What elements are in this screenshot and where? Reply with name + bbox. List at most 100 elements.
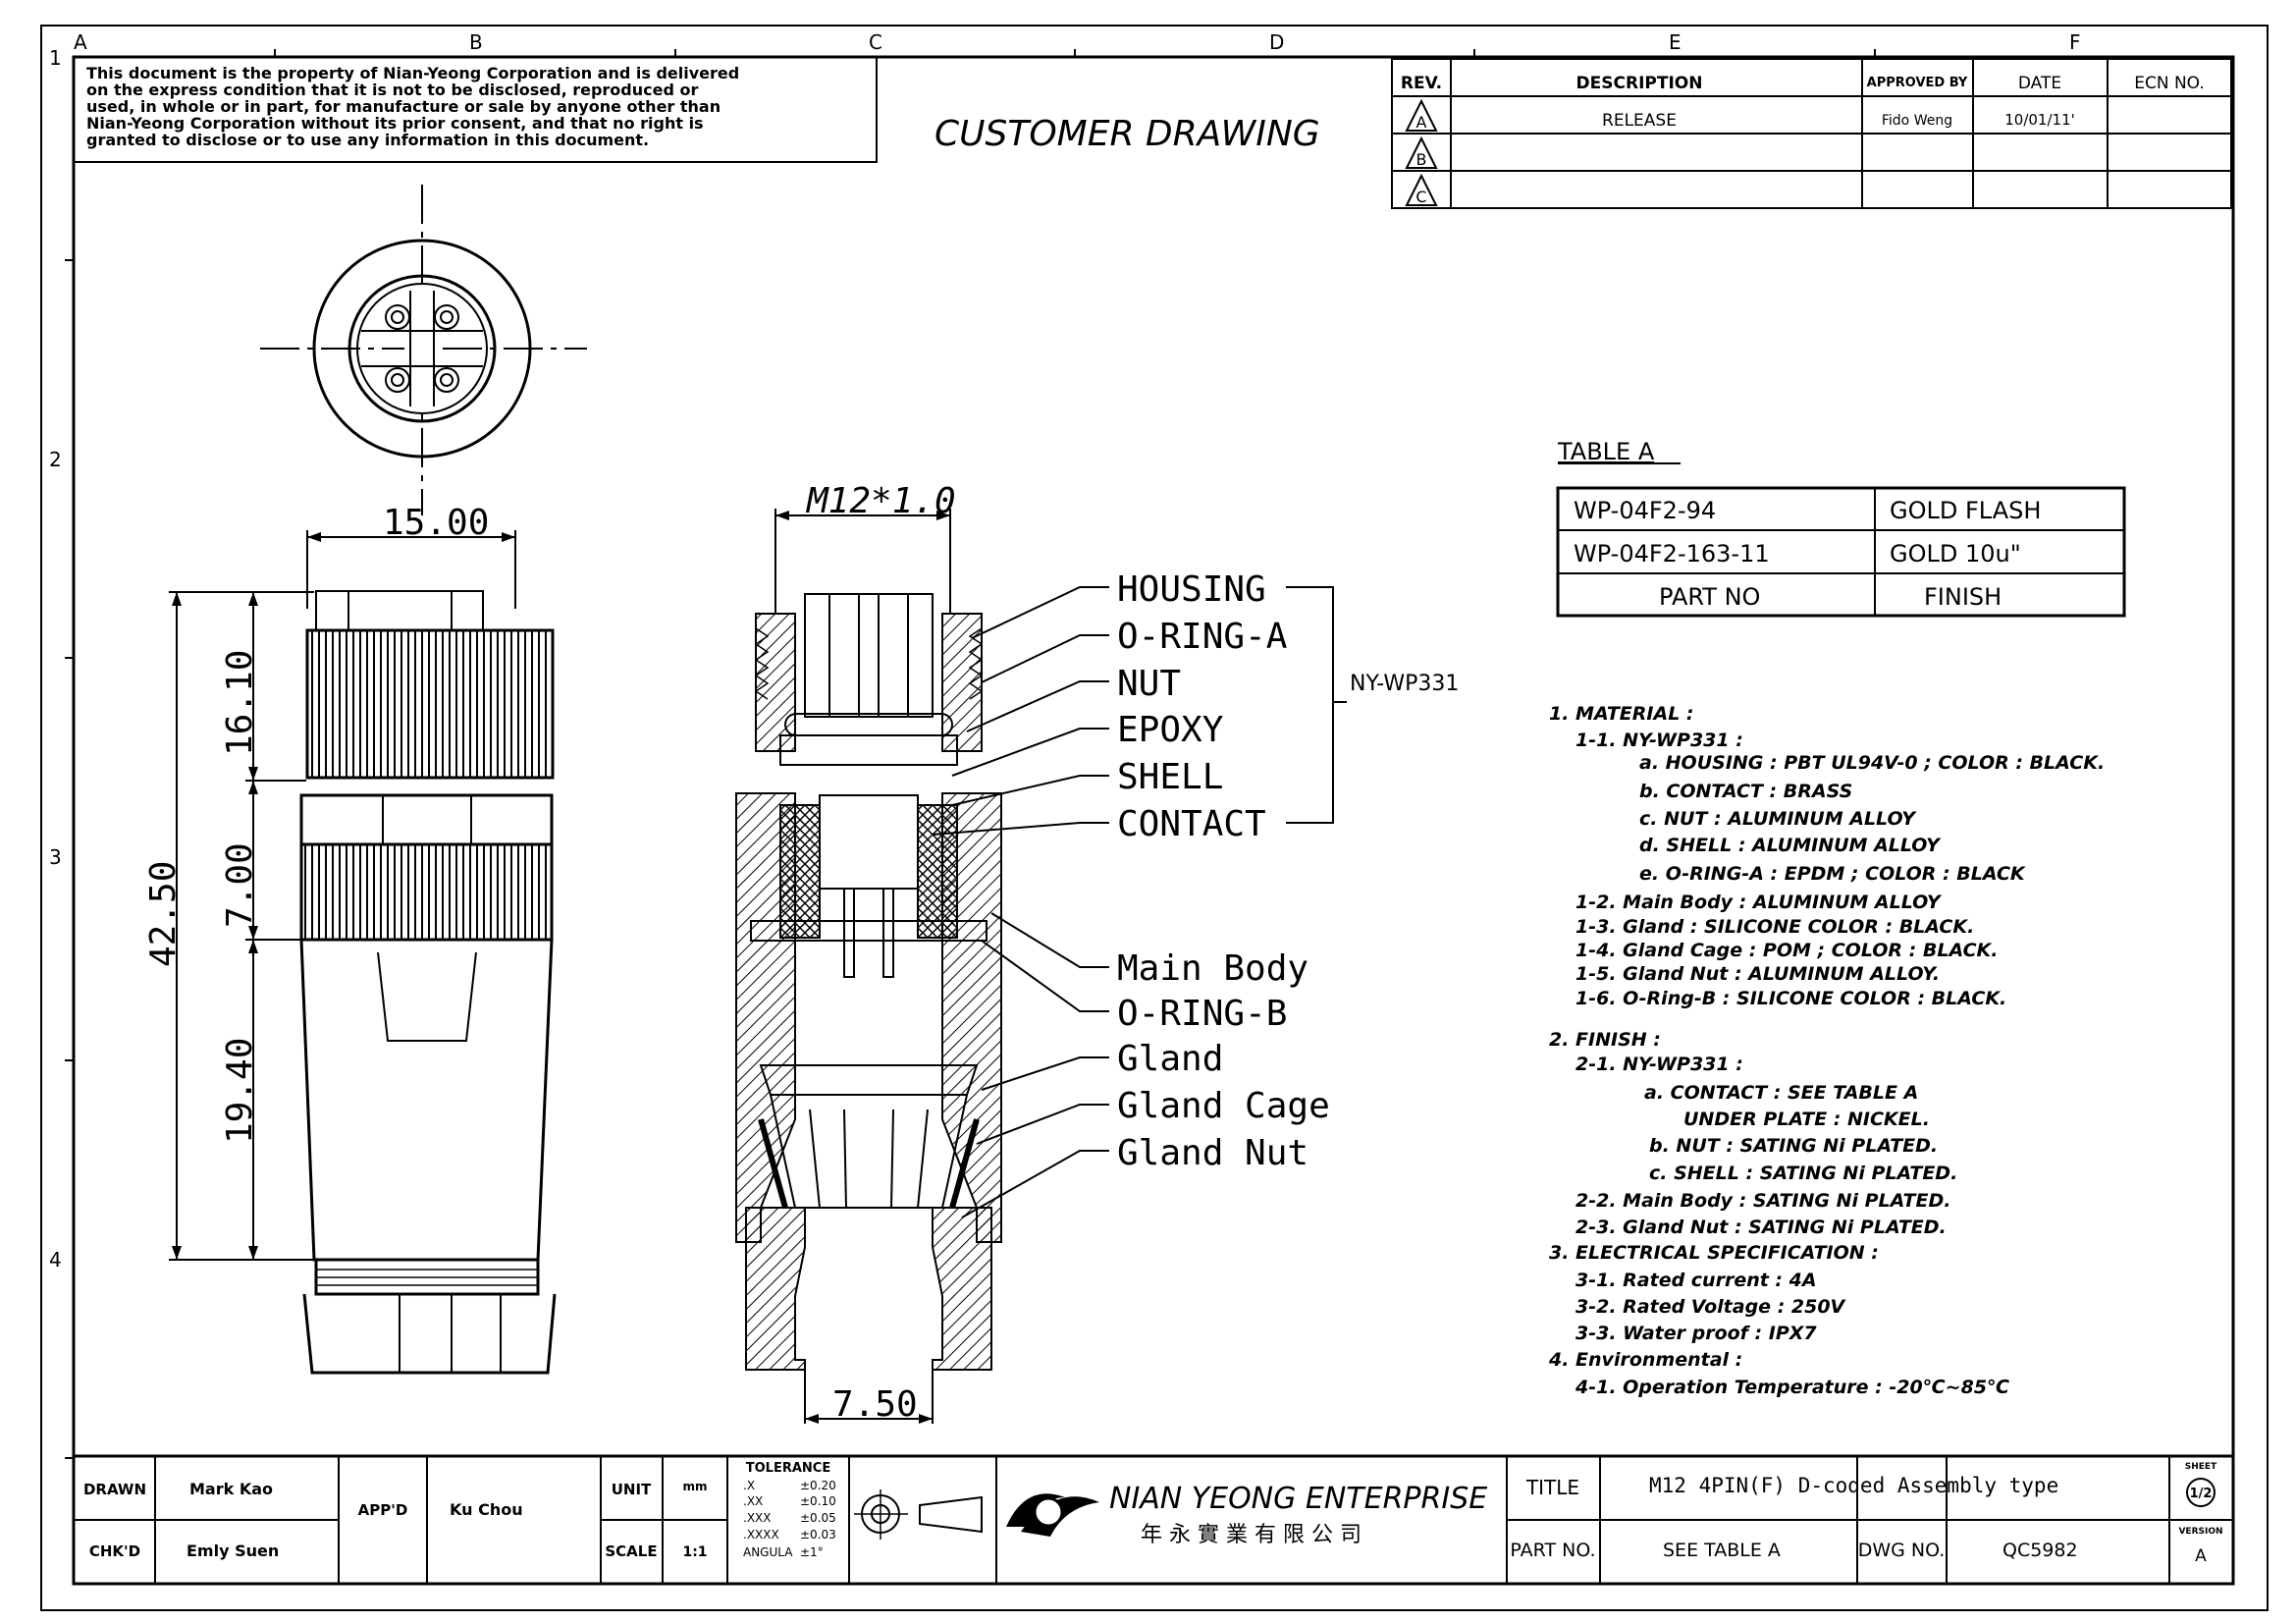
callout-shell: SHELL — [1117, 757, 1223, 797]
table-a-title: TABLE A — [1557, 438, 1655, 465]
zone-letter: B — [469, 30, 483, 54]
unit-value: mm — [682, 1480, 707, 1493]
table-a-part-header: PART NO — [1659, 583, 1760, 611]
tolerance-value: ±0.05 — [800, 1511, 836, 1525]
date-header: DATE — [2018, 74, 2061, 93]
zone-letters: A B C D E F — [74, 30, 2081, 57]
notice-box — [73, 56, 878, 163]
dim-overall-length: 42.50 — [143, 861, 184, 967]
spec-line: 4. Environmental : — [1548, 1349, 1742, 1371]
notice-text: This document is the property of Nian-Ye… — [86, 64, 739, 149]
table-a-part: WP-04F2-94 — [1574, 497, 1716, 524]
approved-by: Ku Chou — [450, 1500, 523, 1519]
spec-line: b. NUT : SATING Ni PLATED. — [1649, 1135, 1938, 1157]
spec-line: 1-3. Gland : SILICONE COLOR : BLACK. — [1575, 916, 1974, 938]
spec-line: 2-1. NY-WP331 : — [1575, 1054, 1743, 1075]
rev-letter: A — [1416, 113, 1427, 132]
dim-bottom: 7.50 — [832, 1384, 918, 1425]
spec-line: 2-2. Main Body : SATING Ni PLATED. — [1575, 1190, 1950, 1212]
zone-letter: A — [74, 30, 87, 54]
ecn-header: ECN NO. — [2134, 74, 2205, 93]
dwg-no: QC5982 — [2002, 1540, 2078, 1561]
zone-letter: F — [2069, 30, 2081, 54]
callout-o-ring-b: O-RING-B — [1117, 994, 1287, 1034]
rev-approved-by: Fido Weng — [1882, 113, 1952, 129]
spec-line: 1-2. Main Body : ALUMINUM ALLOY — [1575, 892, 1943, 913]
tolerance-key: .XXXX — [743, 1528, 779, 1542]
revision-table: REV. DESCRIPTION APPROVED BY DATE ECN NO… — [1391, 58, 2232, 209]
spec-line: e. O-RING-A : EPDM ; COLOR : BLACK — [1639, 863, 2026, 885]
tolerance-label: TOLERANCE — [746, 1461, 830, 1476]
drawn-label: DRAWN — [83, 1481, 146, 1498]
tolerance-key: ANGULA — [743, 1545, 793, 1559]
sheet-number: 1/2 — [2190, 1487, 2213, 1501]
part-no: SEE TABLE A — [1663, 1540, 1781, 1561]
spec-line: 1-4. Gland Cage : POM ; COLOR : BLACK. — [1575, 940, 1998, 961]
callout-epoxy: EPOXY — [1117, 710, 1224, 750]
section-view: M12*1.0 7.50 — [735, 481, 1002, 1425]
title-block: DRAWN Mark Kao CHK'D Emly Suen APP'D Ku … — [72, 1454, 2235, 1586]
callout-housing: HOUSING — [1117, 569, 1266, 610]
scale-label: SCALE — [605, 1542, 657, 1560]
table-a: TABLE A WP-04F2-94 GOLD FLASH WP-04F2-16… — [1556, 438, 2126, 618]
unit-label: UNIT — [612, 1481, 652, 1498]
notice-line: granted to disclose or to use any inform… — [86, 131, 649, 149]
description-header: DESCRIPTION — [1576, 74, 1703, 93]
zone-numbers: 1 2 3 4 — [49, 46, 74, 1459]
rev-letter: B — [1416, 150, 1427, 169]
version-value: A — [2195, 1546, 2207, 1566]
dim-thread: M12*1.0 — [805, 481, 956, 521]
revision-triangle-icon — [1405, 98, 1438, 132]
callout-o-ring-a: O-RING-A — [1117, 617, 1288, 657]
zone-letter: C — [869, 30, 882, 54]
page-title: CUSTOMER DRAWING — [934, 114, 1320, 154]
scale-value: 1:1 — [682, 1544, 707, 1560]
zone-number: 4 — [49, 1248, 62, 1271]
checked-by: Emly Suen — [187, 1542, 279, 1560]
spec-line: c. NUT : ALUMINUM ALLOY — [1639, 808, 1917, 830]
projection-symbol-icon — [854, 1489, 983, 1540]
tolerance-key: .XXX — [743, 1511, 771, 1525]
approved-label: APP'D — [358, 1501, 408, 1519]
table-a-part: WP-04F2-163-11 — [1574, 540, 1770, 568]
revision-triangle-icon — [1405, 173, 1438, 206]
dim-segment-3: 19.40 — [220, 1038, 260, 1144]
zone-letter: E — [1669, 30, 1682, 54]
tolerance-value: ±0.10 — [800, 1494, 836, 1508]
notice-line: used, in whole or in part, for manufactu… — [86, 97, 721, 116]
spec-line: 1. MATERIAL : — [1549, 703, 1694, 725]
company-name: NIAN YEONG ENTERPRISE — [1109, 1482, 1487, 1516]
callout-gland-cage: Gland Cage — [1117, 1086, 1330, 1126]
spec-line: 4-1. Operation Temperature : -20℃~85℃ — [1575, 1377, 2009, 1398]
title-label: TITLE — [1525, 1476, 1579, 1499]
drawn-by: Mark Kao — [189, 1480, 273, 1498]
zone-number: 2 — [49, 448, 62, 471]
rev-letter: C — [1415, 188, 1426, 206]
part-no-label: PART NO. — [1510, 1540, 1595, 1561]
revision-triangle-icon — [1405, 135, 1438, 169]
zone-number: 1 — [49, 46, 62, 70]
company-logo-icon — [1006, 1493, 1099, 1537]
tolerance-value: ±0.03 — [800, 1528, 836, 1542]
tolerance-value: ±1° — [800, 1545, 824, 1559]
spec-line: UNDER PLATE : NICKEL. — [1683, 1109, 1930, 1130]
zone-letter: D — [1269, 30, 1284, 54]
sheet-label: SHEET — [2185, 1462, 2217, 1472]
checked-label: CHK'D — [89, 1542, 140, 1560]
notice-line: Nian-Yeong Corporation without its prior… — [86, 114, 704, 133]
callout-nut: NUT — [1117, 664, 1181, 704]
spec-line: b. CONTACT : BRASS — [1639, 781, 1852, 802]
spec-line: 1-6. O-Ring-B : SILICONE COLOR : BLACK. — [1575, 988, 2006, 1009]
dim-segment-2: 7.00 — [220, 842, 260, 928]
side-view: 15.00 42.50 16.10 7.00 19.40 — [143, 503, 557, 1375]
outer-border — [40, 25, 2269, 1611]
dim-segment-1: 16.10 — [220, 650, 260, 756]
tolerance-key: .X — [743, 1479, 755, 1492]
spec-line: c. SHELL : SATING Ni PLATED. — [1649, 1163, 1957, 1184]
spec-line: 2. FINISH : — [1549, 1029, 1661, 1051]
tolerance-value: ±0.20 — [800, 1479, 836, 1492]
end-view — [260, 185, 587, 515]
rev-header: REV. — [1401, 74, 1442, 93]
callout-main-body: Main Body — [1117, 948, 1308, 989]
